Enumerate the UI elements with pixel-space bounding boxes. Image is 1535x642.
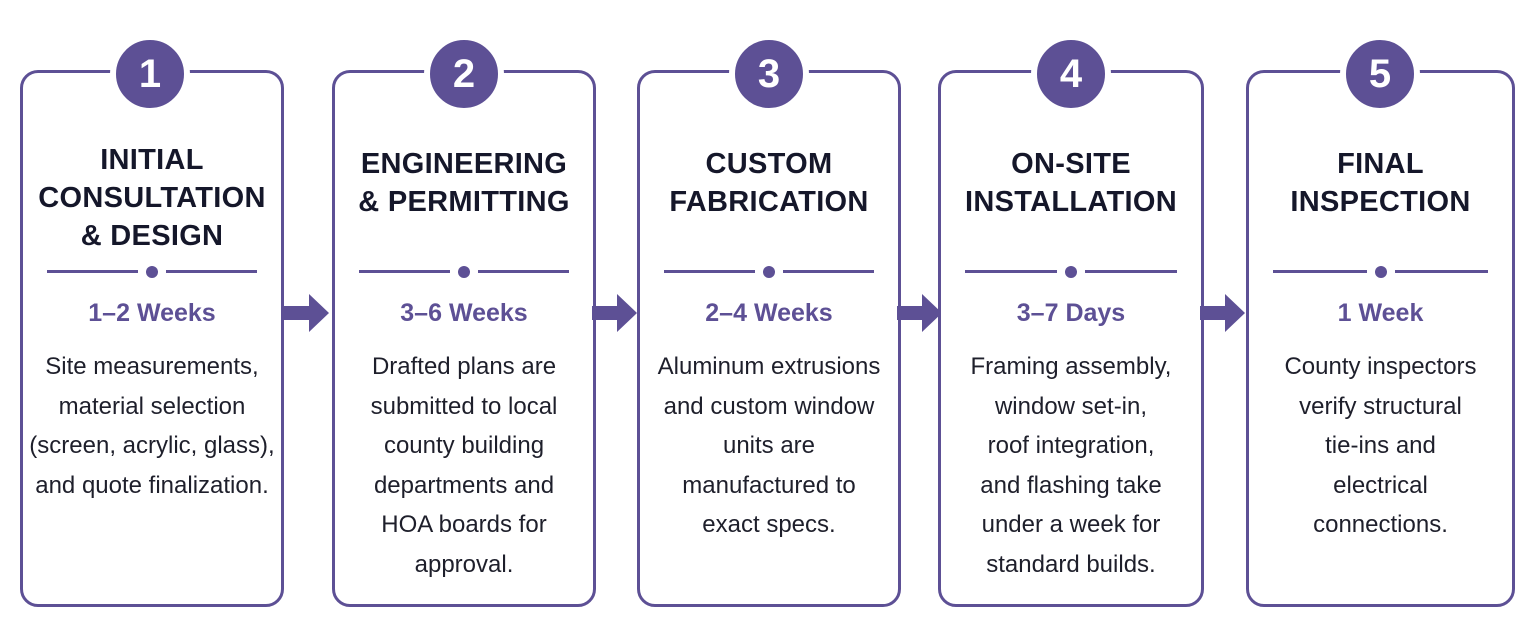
step-divider — [1273, 266, 1488, 278]
step-description-line: and custom window — [663, 392, 875, 420]
step-description-line: Framing assembly, — [970, 353, 1172, 380]
step-title-line: ENGINEERING — [360, 148, 568, 180]
step-title-line: & PERMITTING — [358, 186, 570, 218]
step-description-line: material selection — [58, 392, 246, 420]
step-number-badge-5: 5 — [1340, 34, 1420, 114]
step-description-line: under a week for — [981, 511, 1161, 538]
step-title: INITIAL CONSULTATION & DESIGN — [23, 141, 281, 255]
step-title-line: INITIAL — [100, 144, 204, 176]
step-description-line: exact specs. — [702, 511, 836, 538]
step-title: ENGINEERING & PERMITTING — [335, 145, 593, 221]
step-description-line: units are — [722, 432, 816, 459]
step-description-line: County inspectors — [1284, 353, 1477, 380]
step-description-line: HOA boards for — [381, 511, 547, 538]
right-arrow-icon — [284, 294, 329, 332]
step-duration: 1–2 Weeks — [88, 299, 216, 327]
step-title: FINAL INSPECTION — [1249, 145, 1512, 221]
step-description-line: roof integration, — [987, 432, 1155, 459]
step-card-1: INITIAL CONSULTATION & DESIGN 1–2 Weeks … — [20, 70, 284, 607]
step-title-line: ON-SITE — [1011, 148, 1131, 180]
step-card-2: ENGINEERING & PERMITTING 3–6 Weeks Draft… — [332, 70, 596, 607]
step-card-4: ON-SITE INSTALLATION 3–7 Days Framing as… — [938, 70, 1204, 607]
step-description-line: (screen, acrylic, glass), — [29, 432, 275, 459]
step-description: Aluminum extrusions and custom window un… — [646, 347, 892, 545]
right-arrow-icon — [1200, 294, 1245, 332]
step-description-line: standard builds. — [986, 550, 1156, 578]
step-title-line: CUSTOM — [705, 148, 833, 180]
step-description-line: submitted to local — [370, 392, 558, 420]
step-description-line: departments and — [373, 471, 555, 499]
step-number-badge-2: 2 — [424, 34, 504, 114]
step-duration: 3–6 Weeks — [400, 299, 528, 327]
step-divider — [47, 266, 257, 278]
step-duration: 2–4 Weeks — [705, 299, 833, 327]
step-title: CUSTOM FABRICATION — [640, 145, 898, 221]
step-divider — [965, 266, 1177, 278]
right-arrow-icon — [897, 294, 942, 332]
step-title-line: CONSULTATION — [38, 182, 266, 214]
step-title-line: & DESIGN — [80, 220, 224, 252]
step-description-line: Drafted plans are — [371, 353, 557, 380]
step-description-line: window set-in, — [994, 392, 1148, 420]
step-title-line: INSPECTION — [1290, 186, 1471, 218]
step-card-3: CUSTOM FABRICATION 2–4 Weeks Aluminum ex… — [637, 70, 901, 607]
step-number-badge-1: 1 — [110, 34, 190, 114]
step-divider — [664, 266, 874, 278]
step-description-line: verify structural — [1299, 392, 1462, 420]
step-number-badge-3: 3 — [729, 34, 809, 114]
step-description-line: connections. — [1313, 511, 1448, 538]
step-title-line: FABRICATION — [669, 186, 869, 218]
step-description-line: Aluminum extrusions — [657, 353, 881, 380]
right-arrow-icon — [592, 294, 637, 332]
step-duration: 3–7 Days — [1016, 299, 1126, 327]
step-number-badge-4: 4 — [1031, 34, 1111, 114]
step-description-line: tie-ins and — [1325, 432, 1436, 459]
step-description-line: and flashing take — [980, 471, 1162, 499]
step-card-5: FINAL INSPECTION 1 Week County inspector… — [1246, 70, 1515, 607]
step-description-line: approval. — [414, 550, 514, 578]
step-title-line: INSTALLATION — [965, 186, 1177, 218]
step-description-line: manufactured to — [682, 471, 856, 499]
step-description: County inspectors verify structural tie-… — [1255, 347, 1506, 545]
step-divider — [359, 266, 569, 278]
step-description: Site measurements, material selection (s… — [29, 347, 275, 505]
step-description-line: electrical — [1333, 471, 1428, 499]
step-description-line: Site measurements, — [45, 353, 259, 380]
step-description-line: and quote finalization. — [35, 471, 269, 499]
step-duration: 1 Week — [1337, 299, 1424, 327]
step-description: Framing assembly, window set-in, roof in… — [947, 347, 1195, 584]
step-description: Drafted plans are submitted to local cou… — [341, 347, 587, 584]
step-description-line: county building — [383, 432, 545, 459]
step-title-line: FINAL — [1337, 148, 1424, 180]
step-title: ON-SITE INSTALLATION — [941, 145, 1201, 221]
